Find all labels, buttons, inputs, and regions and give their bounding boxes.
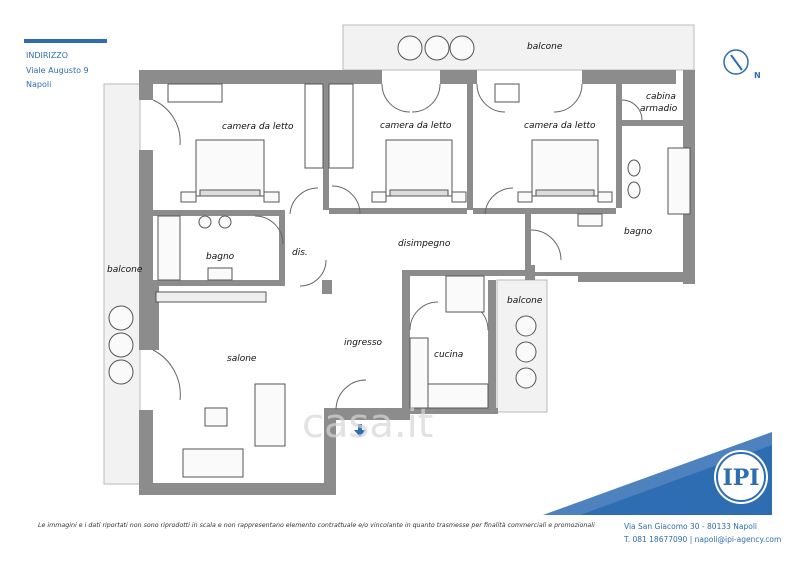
room-label-bagno-left: bagno xyxy=(206,252,235,262)
room-label-balcone-left: balcone xyxy=(107,265,143,275)
balcony-left-area xyxy=(103,83,141,485)
agency-name: Napoli Agency xyxy=(624,506,685,515)
room-label-camera-3: camera da letto xyxy=(524,121,596,131)
agency-triangle-shine xyxy=(543,432,772,515)
room-label-cucina: cucina xyxy=(434,350,463,360)
room-label-balcone-top: balcone xyxy=(527,42,563,52)
room-label-camera-2: camera da letto xyxy=(380,121,452,131)
room-label-salone: salone xyxy=(227,354,257,364)
address-title: INDIRIZZO xyxy=(26,51,69,60)
address-street: Viale Augusto 9 xyxy=(26,66,89,75)
disclaimer: Le immagini e i dati riportati non sono … xyxy=(38,522,595,529)
room-label-camera-1: camera da letto xyxy=(222,122,294,132)
agency-triangle xyxy=(543,432,772,515)
address-accent-bar xyxy=(24,39,107,43)
agency-street: Via San Giacomo 30 - 80133 Napoli xyxy=(624,522,757,531)
compass-label: N xyxy=(754,71,761,80)
balcony-right-area xyxy=(496,279,548,413)
room-label-balcone-right: balcone xyxy=(507,296,543,306)
furniture xyxy=(108,35,691,478)
ipi-logo: IPI xyxy=(714,450,768,504)
walls xyxy=(139,70,695,495)
agency-contact: T. 081 18677090 | napoli@ipi-agency.com xyxy=(624,535,782,544)
room-label-dis: dis. xyxy=(292,248,308,258)
watermark: casa.it xyxy=(302,401,433,447)
room-label-cabina: cabina xyxy=(646,92,676,102)
room-label-armadio: armadio xyxy=(640,104,678,114)
room-label-ingresso: ingresso xyxy=(344,338,383,348)
room-label-bagno-right: bagno xyxy=(624,227,653,237)
logo-text: IPI xyxy=(722,465,759,491)
address-city: Napoli xyxy=(26,80,52,89)
compass-icon: N xyxy=(723,49,761,80)
entrance-arrow-icon xyxy=(354,424,366,437)
room-label-disimpegno: disimpegno xyxy=(398,239,451,249)
balcony-top-area xyxy=(342,24,695,71)
